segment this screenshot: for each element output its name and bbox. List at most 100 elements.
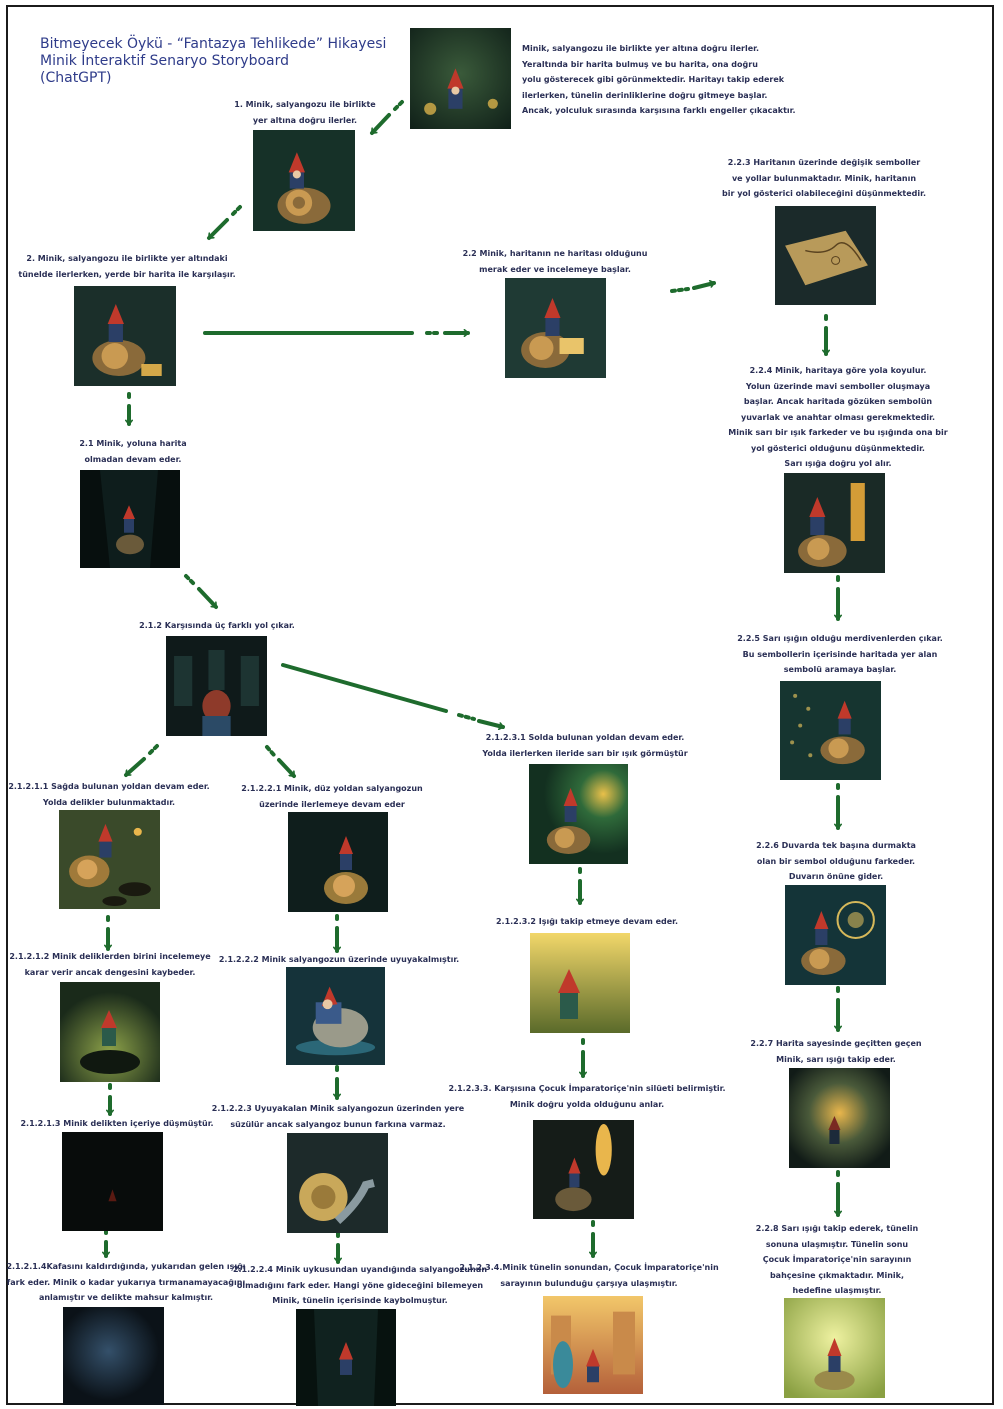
arrow-2-1-to-2-1-2 — [184, 574, 218, 609]
caption-line: yol gösterici olduğunu düşünmektedir. — [751, 443, 925, 453]
title-line-3: (ChatGPT) — [40, 70, 112, 86]
caption-line: Minik, salyangozu ile birlikte yer altın… — [522, 44, 760, 53]
image-1 — [253, 130, 355, 231]
caption-line: 2.1.2.2.1 Minik, düz yoldan salyangozun — [241, 784, 423, 793]
image-2 — [74, 286, 176, 386]
caption-line: 2.2.4 Minik, haritaya göre yola koyulur. — [749, 366, 927, 375]
image-2-1-2-3-4 — [543, 1296, 643, 1394]
caption-line: Yolda ilerlerken ileride sarı bir ışık g… — [482, 748, 688, 758]
caption-2-1-2-3-2: 2.1.2.3.2 Işığı takip etmeye devam eder. — [496, 914, 678, 930]
caption-line: 2.1.2.2.4 Minik uykusundan uyandığında s… — [232, 1265, 488, 1274]
caption-line: süzülür ancak salyangoz bunun farkına va… — [230, 1119, 446, 1129]
image-2-2-8 — [784, 1298, 885, 1398]
caption-2-1-2-1-1: 2.1.2.1.1 Sağda bulunan yoldan devam ede… — [8, 779, 209, 810]
caption-line: 2.1.2 Karşısında üç farklı yol çıkar. — [139, 621, 295, 630]
arrow-2-2-to-2-2-3 — [670, 279, 716, 293]
caption-2-1-2-2-1: 2.1.2.2.1 Minik, düz yoldan salyangozun ü… — [241, 781, 422, 812]
caption-line: olan bir sembol olduğunu farkeder. — [756, 856, 916, 866]
caption-line: 2.1.2.3.2 Işığı takip etmeye devam eder. — [495, 917, 679, 926]
caption-line: 2.2.5 Sarı ışığın olduğu merdivenlerden … — [737, 634, 943, 643]
caption-2-1-2-1-3: 2.1.2.1.3 Minik delikten içeriye düşmüşt… — [20, 1116, 213, 1132]
caption-1: 1. Minik, salyangozu ile birlikte yer alt… — [234, 97, 375, 128]
caption-line: 2.1.2.3.3. Karşısına Çocuk İmparatoriçe'… — [448, 1084, 726, 1093]
caption-line: Ancak, yolculuk sırasında karşısına fark… — [522, 106, 796, 115]
caption-2-1-2-3-1: 2.1.2.3.1 Solda bulunan yoldan devam ede… — [482, 730, 687, 761]
caption-2-1-2-3-3: 2.1.2.3.3. Karşısına Çocuk İmparatoriçe'… — [448, 1081, 725, 1112]
caption-2-1-2: 2.1.2 Karşısında üç farklı yol çıkar. — [139, 618, 295, 634]
caption-line: 2.1.2.3.4.Minik tünelin sonundan, Çocuk … — [459, 1263, 719, 1272]
caption-line: karar verir ancak dengesini kaybeder. — [24, 967, 196, 977]
caption-line: 2.1.2.2.3 Uyuyakalan Minik salyangozun ü… — [211, 1104, 465, 1113]
image-2-1-2-1-4 — [63, 1307, 164, 1405]
caption-intro: Minik, salyangozu ile birlikte yer altın… — [522, 41, 796, 119]
image-2-1-2-3-1 — [529, 764, 628, 864]
image-2-1-2-2-2 — [286, 967, 385, 1065]
arrow-2-1-2-to-2-1-2-1-1 — [124, 744, 159, 777]
title-line-1: Bitmeyecek Öykü - “Fantazya Tehlikede” H… — [40, 36, 387, 52]
caption-2-1-2-2-3: 2.1.2.2.3 Uyuyakalan Minik salyangozun ü… — [212, 1101, 464, 1132]
caption-line: sonuna ulaşmıştır. Tünelin sonu — [765, 1239, 909, 1249]
image-2-2-4 — [784, 473, 885, 573]
caption-line: üzerinde ilerlemeye devam eder — [259, 799, 405, 809]
caption-line: bir yol gösterici olabileceğini düşünmek… — [722, 189, 926, 198]
caption-line: 2.1.2.2.2 Minik salyangozun üzerinde uyu… — [218, 955, 460, 964]
caption-line: Yolda delikler bulunmaktadır. — [42, 797, 176, 807]
caption-2-1: 2.1 Minik, yoluna harita olmadan devam ed… — [79, 436, 186, 467]
caption-line: 2.2.3 Haritanın üzerinde değişik semboll… — [727, 158, 921, 167]
caption-2-2-8: 2.2.8 Sarı ışığı takip ederek, tünelin so… — [756, 1221, 918, 1299]
caption-line: 2.2.8 Sarı ışığı takip ederek, tünelin — [755, 1224, 919, 1233]
arrow-intro-to-1 — [370, 100, 404, 135]
image-intro — [410, 28, 511, 129]
caption-line: 2.1 Minik, yoluna harita — [79, 439, 187, 448]
caption-2-2-5: 2.2.5 Sarı ışığın olduğu merdivenlerden … — [737, 631, 943, 678]
caption-2-1-2-3-4: 2.1.2.3.4.Minik tünelin sonundan, Çocuk … — [459, 1260, 718, 1291]
caption-line: Minik doğru yolda olduğunu anlar. — [509, 1099, 665, 1109]
image-2-1-2-2-3 — [287, 1133, 388, 1233]
caption-2-2: 2.2 Minik, haritanın ne haritası olduğun… — [463, 246, 648, 277]
caption-line: yolu gösterecek gibi görünmektedir. Hari… — [522, 75, 785, 84]
caption-line: tünelde ilerlerken, yerde bir harita ile… — [18, 269, 236, 279]
caption-line: Sarı ışığa doğru yol alır. — [784, 459, 892, 468]
image-2-1-2-2-4 — [296, 1309, 396, 1406]
caption-line: yer altına doğru ilerler. — [252, 115, 358, 125]
caption-line: sarayının bulunduğu çarşıya ulaşmıştır. — [500, 1278, 678, 1288]
image-2-1-2-2-1 — [288, 812, 388, 912]
caption-line: Yolun üzerinde mavi semboller oluşmaya — [745, 381, 931, 391]
image-2-2-5 — [780, 681, 881, 780]
caption-line: 1. Minik, salyangozu ile birlikte — [234, 100, 376, 109]
arrow-2-1-2-to-2-1-2-3-1 — [281, 663, 505, 731]
caption-line: fark eder. Minik o kadar yukarıya tırman… — [6, 1277, 246, 1287]
caption-line: yuvarlak ve anahtar olması gerekmektedir… — [740, 412, 936, 422]
caption-line: olmadan devam eder. — [84, 454, 182, 464]
caption-line: 2.1.2.1.4Kafasını kaldırdığında, yukarıd… — [6, 1262, 246, 1271]
caption-2-1-2-2-4: 2.1.2.2.4 Minik uykusundan uyandığında s… — [233, 1262, 487, 1309]
caption-line: Çocuk İmparatoriçe'nin sarayının — [762, 1255, 912, 1264]
caption-line: başlar. Ancak haritada gözüken sembolün — [743, 397, 933, 406]
caption-line: Yeraltında bir harita bulmuş ve bu harit… — [522, 59, 758, 69]
image-2-2-7 — [789, 1068, 890, 1168]
caption-line: Duvarın önüne gider. — [788, 872, 884, 881]
caption-2-1-2-2-2: 2.1.2.2.2 Minik salyangozun üzerinde uyu… — [219, 952, 459, 968]
caption-line: merak eder ve incelemeye başlar. — [479, 264, 631, 274]
caption-line: Minik sarı bir ışık farkeder ve bu ışığı… — [728, 428, 948, 437]
image-2-2 — [505, 278, 606, 378]
caption-line: hedefine ulaşmıştır. — [792, 1286, 882, 1295]
caption-line: bahçesine çıkmaktadır. Minik, — [769, 1270, 905, 1280]
caption-line: 2.2.7 Harita sayesinde geçitten geçen — [750, 1039, 922, 1048]
caption-2-1-2-1-4: 2.1.2.1.4Kafasını kaldırdığında, yukarıd… — [6, 1259, 245, 1306]
image-2-2-3 — [775, 206, 876, 305]
caption-line: 2.1.2.3.1 Solda bulunan yoldan devam ede… — [485, 733, 685, 742]
caption-line: 2.1.2.1.3 Minik delikten içeriye düşmüşt… — [20, 1119, 214, 1128]
title-line-2: Minik İnteraktif Senaryo Storyboard — [40, 53, 290, 69]
image-2-1-2-3-3 — [533, 1120, 634, 1219]
caption-line: 2.1.2.1.1 Sağda bulunan yoldan devam ede… — [8, 782, 210, 791]
image-2-1-2 — [166, 636, 267, 736]
image-2-1 — [80, 470, 180, 568]
caption-2: 2. Minik, salyangozu ile birlikte yer al… — [18, 251, 235, 282]
caption-line: olmadığını fark eder. Hangi yöne gideceğ… — [236, 1280, 484, 1290]
image-2-2-6 — [785, 885, 886, 985]
caption-2-2-3: 2.2.3 Haritanın üzerinde değişik semboll… — [722, 155, 926, 202]
